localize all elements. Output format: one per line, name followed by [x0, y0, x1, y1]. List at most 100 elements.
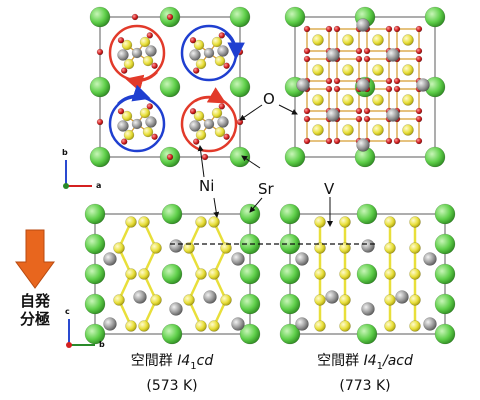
- v-atom: [409, 242, 421, 254]
- ni-atom: [361, 239, 375, 253]
- o-atom: [303, 55, 311, 63]
- vo4-square: [396, 28, 420, 52]
- vo4-square: [366, 118, 390, 142]
- ni-atom: [231, 252, 245, 266]
- vo4-square: [336, 88, 360, 112]
- v-atom: [208, 320, 220, 332]
- v-atom: [142, 126, 154, 138]
- o-atom: [415, 115, 423, 123]
- o-atom: [223, 62, 230, 70]
- v-atom: [314, 268, 326, 280]
- o-atom: [415, 107, 423, 115]
- o-atom: [146, 103, 154, 110]
- v-atom: [195, 216, 207, 228]
- v-atom: [402, 94, 414, 106]
- vo4-square: [396, 88, 420, 112]
- space-group-right: 空間群 I41/acd: [270, 350, 460, 372]
- sr-atom: [159, 76, 181, 98]
- polarization-label-line2: 分極: [19, 310, 50, 328]
- v-atom: [125, 320, 137, 332]
- o-atom: [303, 137, 311, 145]
- v-atom: [125, 268, 137, 280]
- v-atom: [339, 294, 351, 306]
- v-atom: [208, 268, 220, 280]
- o-atom: [218, 32, 226, 39]
- v-atom: [409, 320, 421, 332]
- v-atom: [113, 294, 125, 306]
- o-atom: [166, 13, 174, 21]
- vo4-square: [336, 118, 360, 142]
- ni-atom: [131, 47, 143, 59]
- o-atom: [117, 36, 125, 44]
- v-atom: [384, 320, 396, 332]
- v-atom: [125, 216, 137, 228]
- o-atom: [192, 138, 200, 145]
- sr-atom: [284, 146, 306, 168]
- v-atom: [342, 64, 354, 76]
- sr-atom: [89, 146, 111, 168]
- v-atom: [384, 242, 396, 254]
- ni-atom: [356, 138, 370, 152]
- v-atom: [113, 242, 125, 254]
- ni-atom: [386, 48, 400, 62]
- o-atom: [393, 77, 401, 85]
- ni-atom: [203, 290, 217, 304]
- v-atom: [314, 242, 326, 254]
- temperature-right: (773 K): [339, 377, 391, 394]
- label-oxygen: O: [263, 90, 275, 108]
- o-atom: [166, 153, 174, 161]
- o-atom: [236, 48, 244, 56]
- space-group-left: 空間群 I41cd: [77, 350, 267, 372]
- v-atom: [208, 216, 220, 228]
- axis-label-c-bottom: c: [65, 307, 70, 316]
- v-atom: [121, 110, 133, 122]
- v-atom: [195, 268, 207, 280]
- ni-atom: [145, 45, 157, 57]
- v-atom: [150, 242, 162, 254]
- v-atom: [372, 124, 384, 136]
- ni-atom: [325, 290, 339, 304]
- o-atom: [415, 55, 423, 63]
- v-atom: [372, 64, 384, 76]
- ni-atom: [231, 317, 245, 331]
- o-atom: [363, 107, 371, 115]
- vo4-square: [306, 88, 330, 112]
- space-group-suffix: cd: [196, 353, 214, 369]
- ni-atom: [133, 290, 147, 304]
- ni-atom: [356, 78, 370, 92]
- o-atom: [355, 115, 363, 123]
- atoms: [89, 6, 251, 168]
- o-atom: [393, 25, 401, 33]
- structure-top-left: [89, 6, 251, 168]
- structure-bottom-right: [279, 203, 456, 345]
- v-atom: [314, 216, 326, 228]
- v-atom: [402, 124, 414, 136]
- ni-atom: [103, 317, 117, 331]
- ni-atom: [296, 78, 310, 92]
- sr-atom: [424, 6, 446, 28]
- ni-atom: [326, 108, 340, 122]
- o-atom: [117, 107, 125, 115]
- axis-label-a-top: a: [96, 181, 102, 190]
- structure-top-right: [284, 6, 446, 168]
- o-atom: [218, 103, 226, 110]
- v-atom: [384, 294, 396, 306]
- o-atom: [192, 67, 200, 74]
- v-atom: [384, 268, 396, 280]
- vo4-square: [306, 118, 330, 142]
- ni-atom: [295, 317, 309, 331]
- ni-atom: [217, 116, 229, 128]
- space-group-symbol: I4: [363, 353, 377, 369]
- vo4-square: [336, 58, 360, 82]
- axis-label-b-top: b: [62, 148, 68, 157]
- v-atom: [138, 216, 150, 228]
- o-atom: [325, 85, 333, 93]
- v-atom: [314, 294, 326, 306]
- v-atom: [312, 94, 324, 106]
- rotation-circles: [108, 24, 245, 153]
- ni-atom: [117, 120, 129, 132]
- sr-atom: [84, 263, 106, 285]
- v-atom: [139, 107, 151, 119]
- o-atom: [120, 67, 128, 74]
